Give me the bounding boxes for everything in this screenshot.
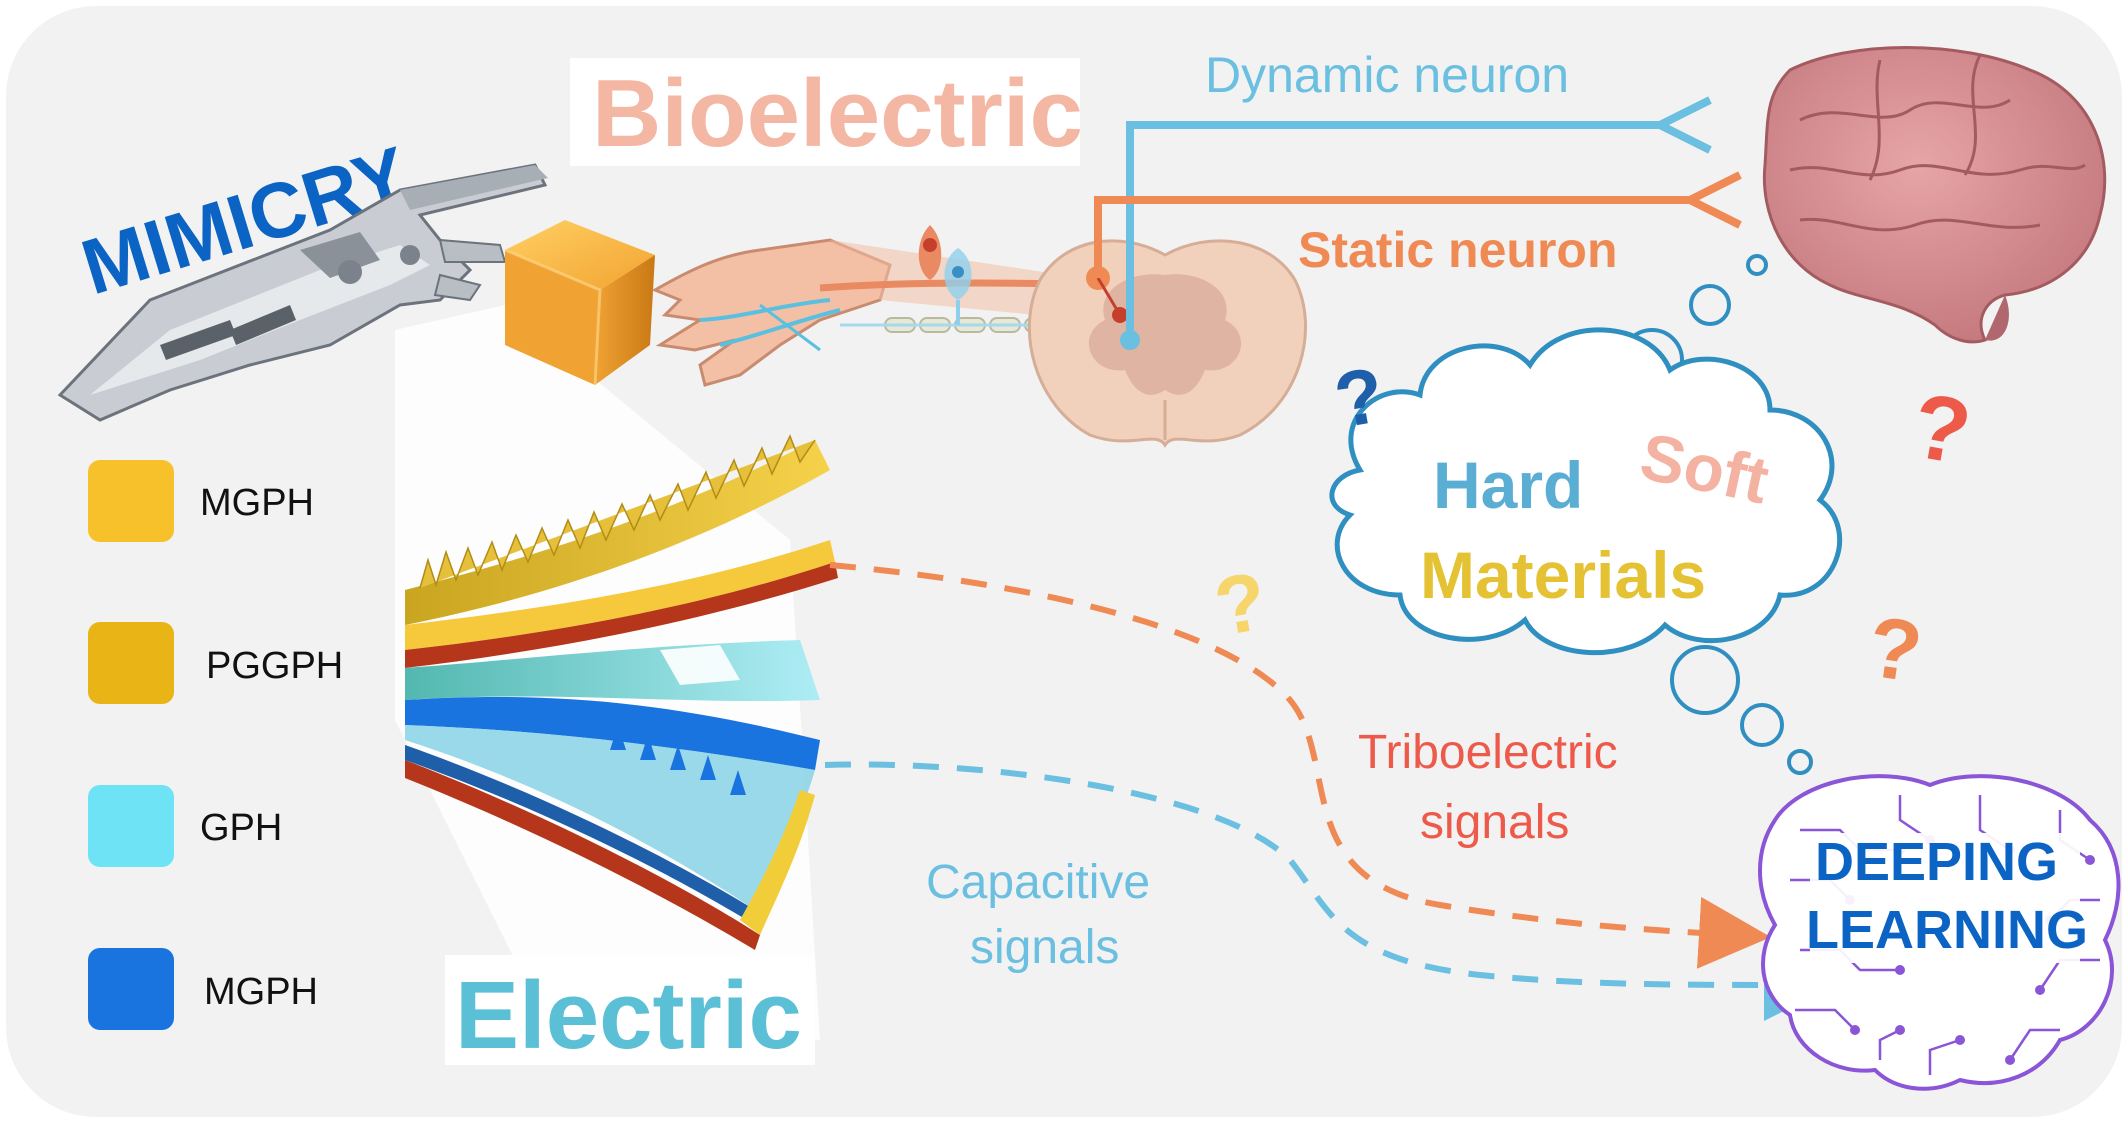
materials-cloud [1329, 327, 1843, 655]
legend-label-mgph-blue: MGPH [204, 971, 318, 1013]
legend-swatch-mgph-blue [88, 948, 174, 1030]
materials-label: Materials [1420, 538, 1706, 612]
legend-label-mgph: MGPH [200, 482, 314, 524]
neuron-pathways [1094, 96, 1742, 350]
dynamic-neuron-synapse [1658, 96, 1712, 154]
spike-array [419, 434, 816, 589]
capacitive-signal-arrow [824, 761, 1836, 1021]
hard-label: Hard [1433, 448, 1583, 522]
cyan-layer-gap [660, 645, 740, 685]
static-neuron-label: Static neuron [1298, 222, 1617, 278]
bottom-yellow-layer [740, 790, 815, 935]
brain-illustration [1762, 46, 2107, 344]
capacitive-label-line2: signals [970, 921, 1119, 974]
thought-bubbles-bottom [1670, 645, 1813, 775]
layered-sensor-illustration [405, 434, 838, 950]
triboelectric-label-line1: Triboelectric [1358, 726, 1618, 779]
electric-title: Electric [455, 962, 802, 1069]
legend-swatch-mgph [88, 460, 174, 542]
dynamic-neuron-label: Dynamic neuron [1205, 47, 1569, 103]
triboelectric-signal-arrow [829, 562, 1771, 969]
spinal-cord-illustration [1027, 239, 1307, 448]
dynamic-neuron-line [1126, 121, 1660, 340]
static-neuron-line [1094, 196, 1690, 278]
bioelectric-title: Bioelectric [592, 60, 1083, 167]
pyramid-array [610, 725, 746, 795]
electric-label-box [445, 955, 815, 1065]
legend-swatch-pggph [88, 622, 174, 704]
legend-swatch-gph [88, 785, 174, 867]
blue-layer [405, 696, 820, 770]
capacitive-label-line1: Capacitive [926, 856, 1150, 909]
legend-label-pggph: PGGPH [206, 645, 343, 687]
static-neuron-synapse [1688, 171, 1742, 229]
deep-learning-line2: LEARNING [1806, 900, 2088, 960]
legend: MGPH PGGPH GPH MGPH [88, 460, 343, 1030]
dynamic-neuron-soma [1120, 330, 1140, 350]
legend-label-gph: GPH [200, 807, 282, 849]
spiky-top-layer [405, 440, 830, 625]
cube-sample [504, 220, 655, 386]
red-layer-top [405, 562, 838, 668]
triboelectric-label-line2: signals [1420, 796, 1569, 849]
circuit-brain-illustration [1758, 774, 2121, 1091]
red-layer-bottom [405, 760, 760, 950]
dark-blue-edge [405, 745, 755, 925]
bioelectric-label-box [570, 58, 1080, 166]
yellow-layer [405, 540, 835, 650]
deep-learning-line1: DEEPING [1815, 832, 2058, 892]
robot-hand-illustration [57, 163, 548, 422]
